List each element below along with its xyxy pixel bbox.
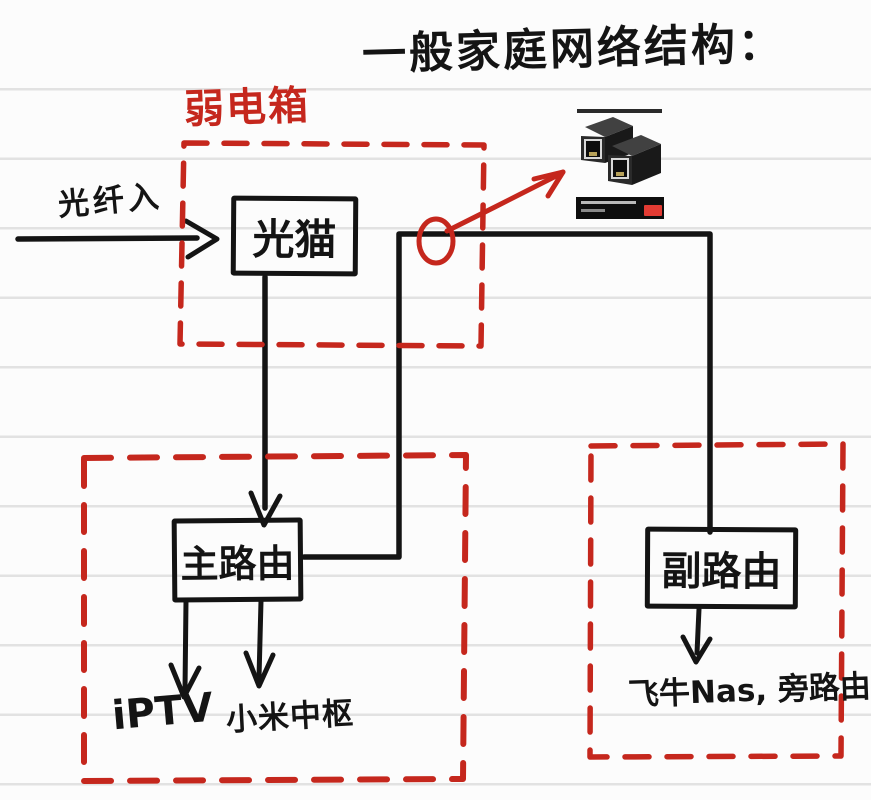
optical-modem-node: 光猫 — [230, 195, 359, 277]
product-banner-red-button — [644, 205, 662, 216]
main-router-label: 主路由 — [180, 541, 295, 586]
rj45-coupler-right — [608, 135, 661, 185]
rj45-coupler-product-photo — [576, 109, 664, 219]
fiber-in-label: 光纤入 — [56, 178, 165, 224]
coupler-callout-red-arrow — [444, 169, 566, 234]
main-router-to-xiaomi-hub-arrow — [243, 598, 276, 689]
main-router-to-iptv-arrow — [168, 598, 202, 700]
optical-modem-label: 光猫 — [252, 214, 337, 264]
secondary-router-node: 副路由 — [644, 526, 799, 610]
left-zone-dashed-outline — [81, 452, 469, 784]
modem-to-main-router-arrow — [248, 274, 283, 528]
nas-bypass-label: 飞牛Nas, 旁路由 — [627, 668, 871, 714]
fiber-in-arrow — [15, 218, 220, 260]
right-zone-dashed-outline — [587, 441, 846, 760]
iptv-label: iPTV — [110, 684, 216, 740]
secondary-router-to-nas-arrow — [680, 606, 713, 665]
xiaomi-hub-label: 小米中枢 — [225, 695, 355, 739]
main-router-node: 主路由 — [171, 517, 304, 603]
page-title: 一般家庭网络结构： — [361, 18, 786, 81]
weak-current-box-dashed-outline — [177, 140, 487, 349]
coupler-marker-red-circle — [416, 216, 456, 266]
secondary-router-label: 副路由 — [661, 548, 782, 596]
product-caption-bar — [576, 197, 664, 219]
main-router-to-secondary-router-cable — [301, 231, 713, 560]
weak-current-box-label: 弱电箱 — [183, 82, 311, 134]
